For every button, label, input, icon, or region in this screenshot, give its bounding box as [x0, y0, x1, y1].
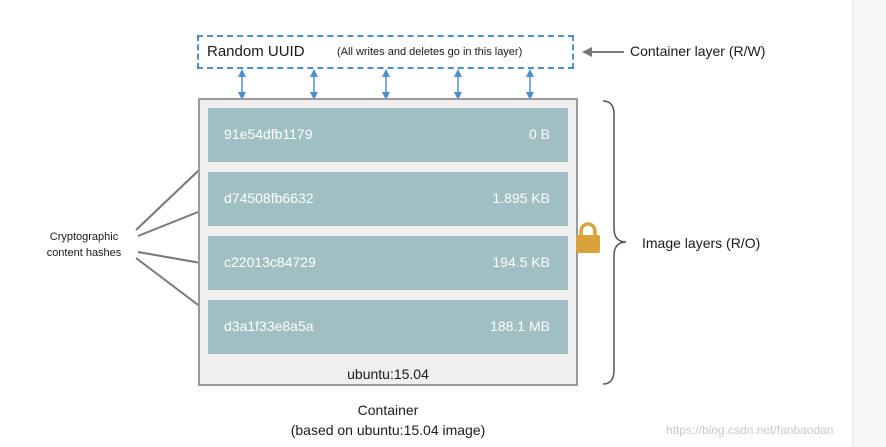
layer-hash: d74508fb6632 [224, 190, 314, 206]
hash-caption: Cryptographic content hashes [36, 229, 132, 261]
writes-note: (All writes and deletes go in this layer… [337, 46, 523, 58]
container-caption: Container (based on ubuntu:15.04 image) [238, 400, 538, 440]
image-layer: d3a1f33e8a5a 188.1 MB [208, 300, 568, 354]
layer-size: 194.5 KB [492, 254, 550, 270]
image-layer: 91e54dfb1179 0 B [208, 108, 568, 162]
write-arrows [238, 69, 534, 100]
page-side-strip [852, 0, 886, 447]
container-layer-box: Random UUID (All writes and deletes go i… [197, 35, 574, 69]
container-box: 91e54dfb1179 0 B d74508fb6632 1.895 KB c… [198, 98, 578, 386]
image-layer: c22013c84729 194.5 KB [208, 236, 568, 290]
container-layer-label: Container layer (R/W) [630, 43, 766, 59]
container-caption-line: Container [357, 402, 419, 418]
layer-size: 188.1 MB [490, 318, 550, 334]
image-layers-brace [602, 100, 627, 385]
container-caption-line: (based on ubuntu:15.04 image) [290, 422, 486, 438]
layer-hash: c22013c84729 [224, 254, 316, 270]
image-layer: d74508fb6632 1.895 KB [208, 172, 568, 226]
hash-caption-line: content hashes [46, 247, 122, 259]
layer-size: 1.895 KB [492, 190, 550, 206]
watermark: https://blog.csdn.net/fanbaodan [666, 423, 834, 437]
image-layers-label: Image layers (R/O) [642, 235, 761, 251]
hash-caption-line: Cryptographic [49, 231, 119, 243]
lock-icon [576, 222, 600, 253]
random-uuid-label: Random UUID [207, 43, 305, 60]
layer-size: 0 B [528, 126, 550, 142]
layer-hash: 91e54dfb1179 [224, 126, 313, 142]
layer-hash: d3a1f33e8a5a [224, 318, 314, 334]
image-name-label: ubuntu:15.04 [347, 366, 429, 382]
